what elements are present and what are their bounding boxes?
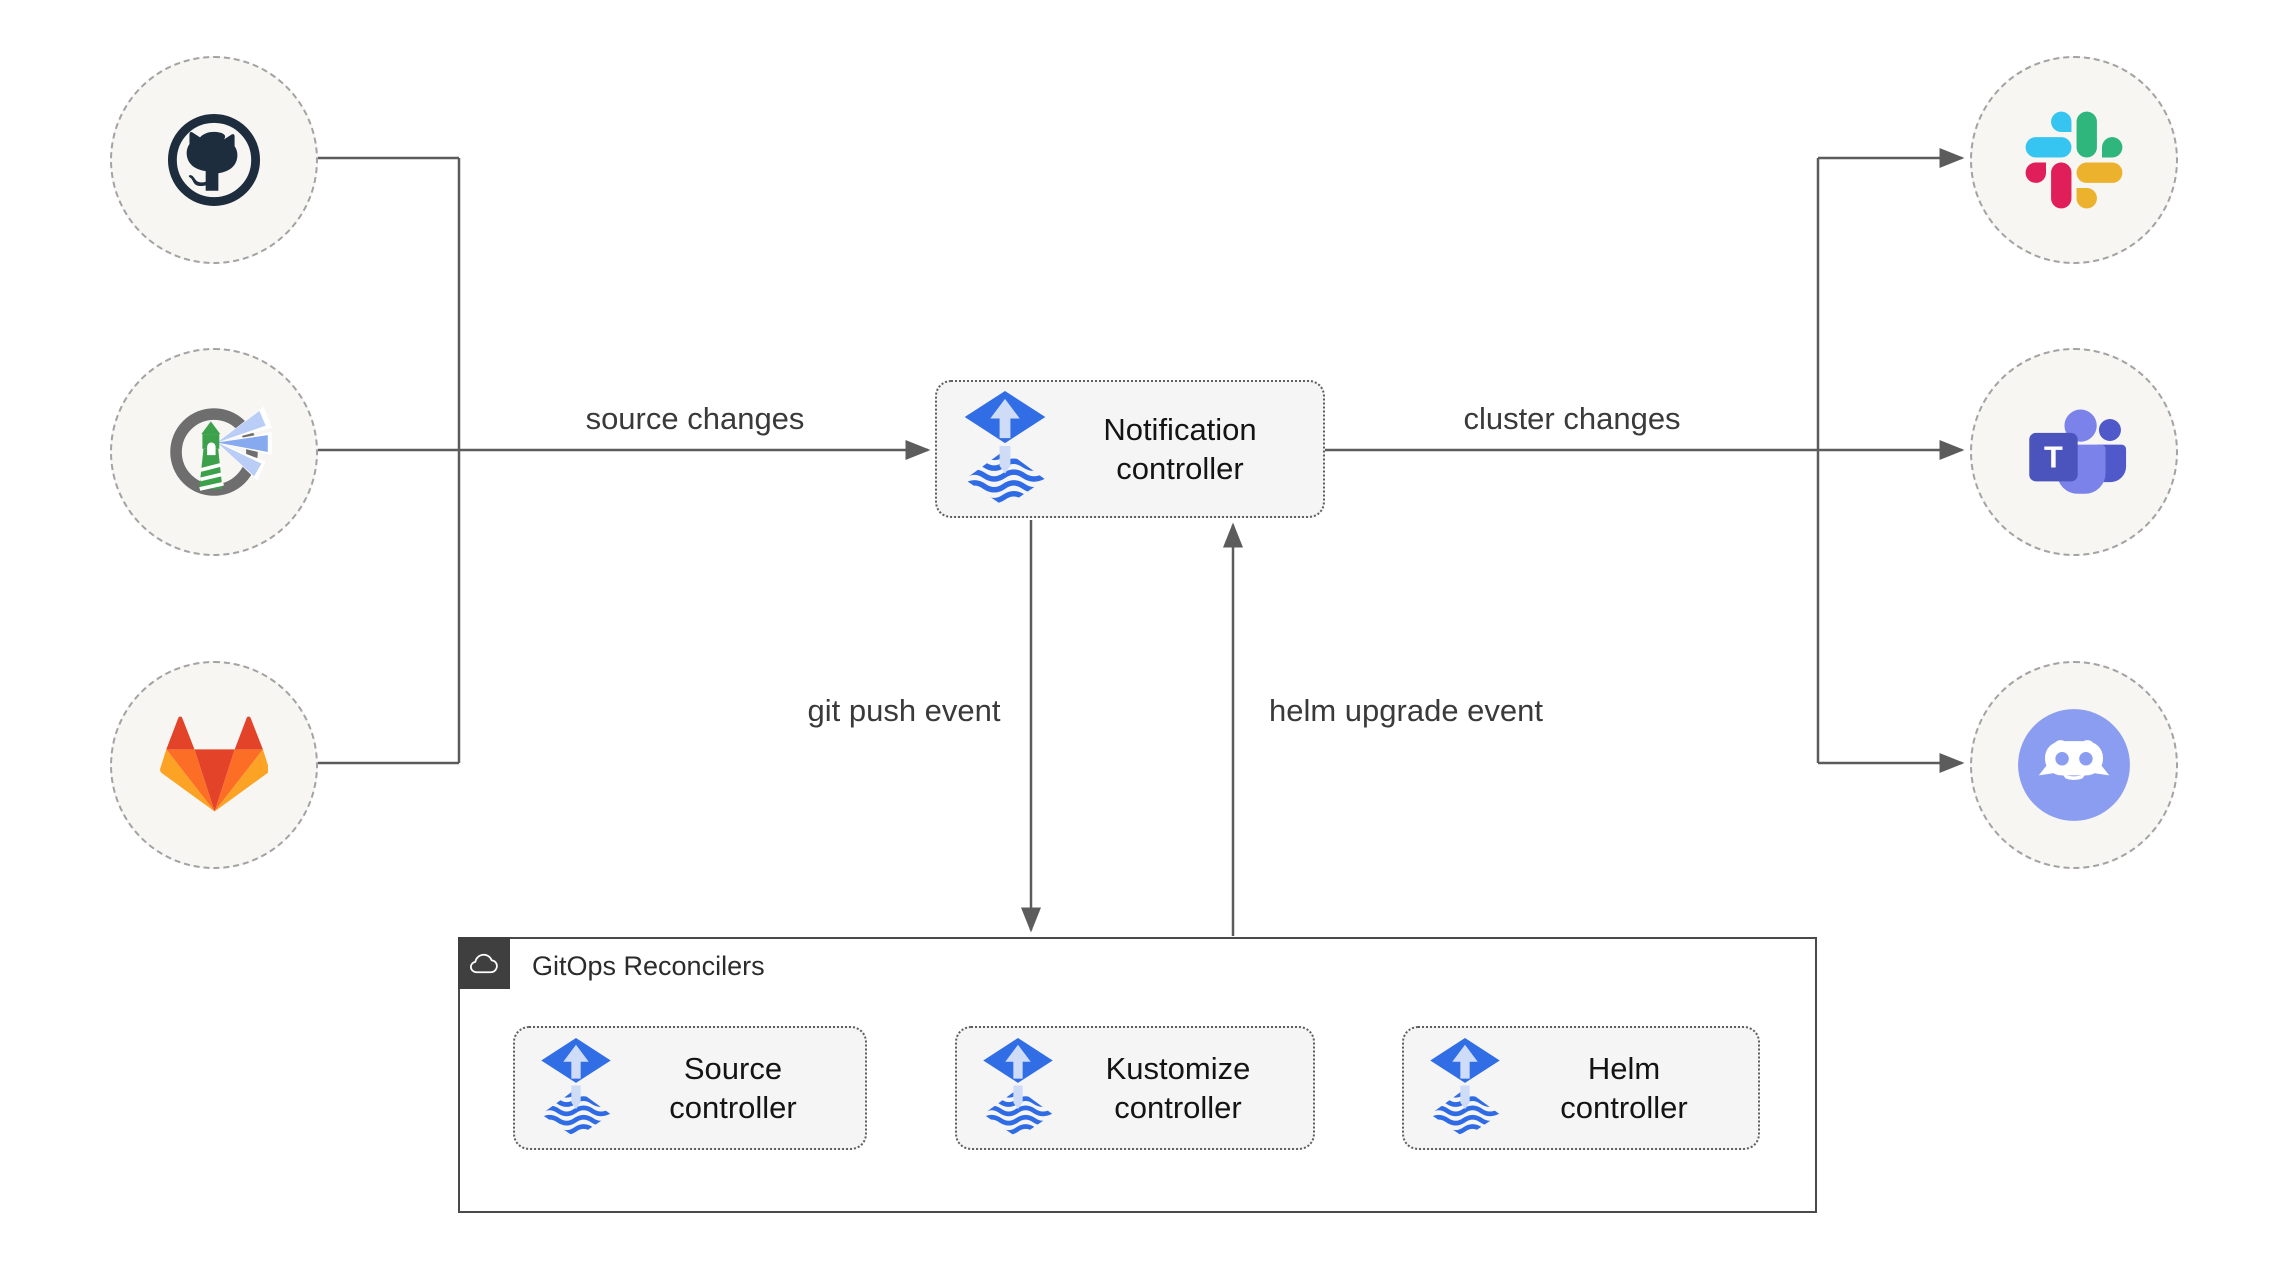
gitlab-icon	[160, 716, 268, 812]
kustomize-controller-label: Kustomize controller	[1053, 1049, 1303, 1127]
node-teams: T	[1970, 348, 2178, 556]
notification-controller-label-line2: controller	[1116, 451, 1244, 486]
helm-controller-label-line2: controller	[1560, 1090, 1688, 1125]
node-github	[110, 56, 318, 264]
discord-icon	[2018, 709, 2130, 821]
source-controller-label: Source controller	[611, 1049, 855, 1127]
svg-text:T: T	[2044, 439, 2063, 474]
harbor-icon	[170, 406, 272, 496]
helm-controller-box: Helm controller	[1402, 1026, 1760, 1150]
notification-controller-label-line1: Notification	[1103, 412, 1257, 447]
node-discord	[1970, 661, 2178, 869]
kustomize-controller-box: Kustomize controller	[955, 1026, 1315, 1150]
source-controller-label-line2: controller	[669, 1090, 797, 1125]
edge-label-source-changes: source changes	[585, 401, 805, 436]
source-controller-box: Source controller	[513, 1026, 867, 1150]
node-harbor	[110, 348, 318, 556]
gitops-reconcilers-title: GitOps Reconcilers	[532, 951, 765, 981]
flux-icon	[1430, 1038, 1500, 1138]
edge-label-helm-upgrade-event: helm upgrade event	[1268, 693, 1544, 728]
helm-controller-label-line1: Helm	[1587, 1051, 1661, 1086]
teams-icon: T	[2029, 409, 2127, 494]
flux-icon	[541, 1038, 611, 1138]
edge-label-git-push-event: git push event	[807, 693, 1001, 728]
edge-label-cluster-changes: cluster changes	[1463, 401, 1681, 436]
notification-controller-label: Notification controller	[1047, 410, 1313, 488]
helm-controller-label: Helm controller	[1500, 1049, 1748, 1127]
flux-icon	[963, 391, 1047, 507]
kustomize-controller-label-line1: Kustomize	[1105, 1051, 1251, 1086]
source-controller-label-line1: Source	[683, 1051, 783, 1086]
flux-icon	[983, 1038, 1053, 1138]
slack-icon	[2025, 111, 2123, 209]
github-icon	[167, 113, 261, 207]
gitops-reconcilers-header	[458, 937, 510, 989]
kustomize-controller-label-line2: controller	[1114, 1090, 1242, 1125]
notification-controller-box: Notification controller	[935, 380, 1325, 518]
node-slack	[1970, 56, 2178, 264]
cloud-icon	[470, 953, 498, 973]
node-gitlab	[110, 661, 318, 869]
